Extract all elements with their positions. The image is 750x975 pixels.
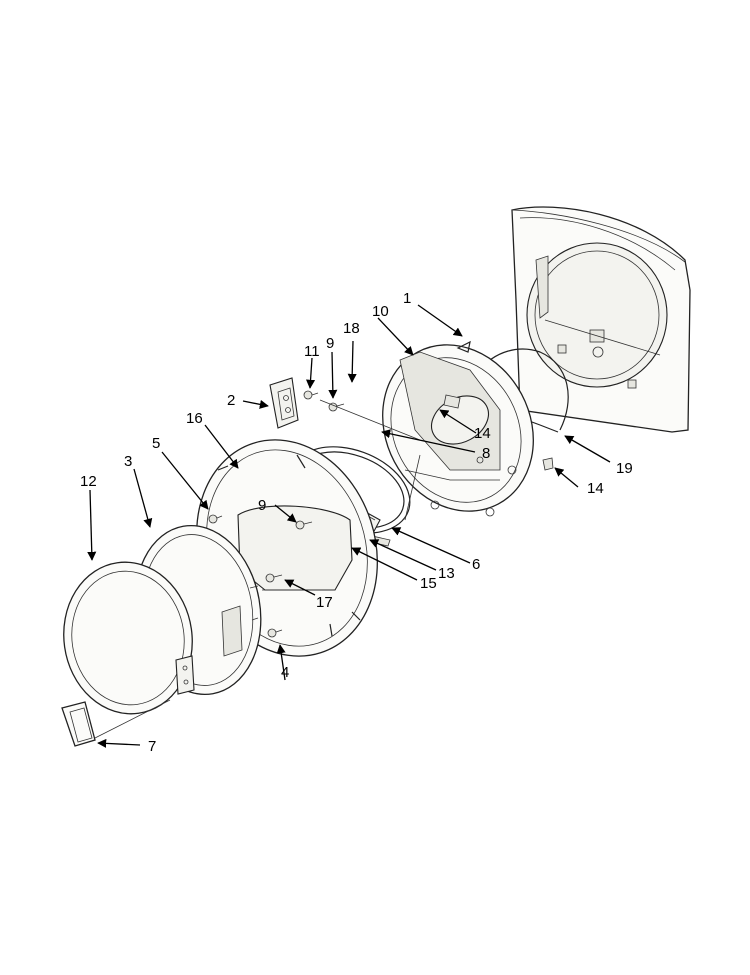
door-handle — [61, 701, 96, 747]
callout-5: 5 — [152, 435, 160, 452]
callout-11: 11 — [304, 343, 320, 360]
callout-7: 7 — [148, 738, 156, 755]
callout-18: 18 — [343, 320, 360, 337]
callout-13: 13 — [438, 565, 455, 582]
bracket-14-top — [443, 394, 461, 409]
callout-arrows — [87, 304, 611, 748]
front-panel — [511, 206, 691, 433]
screw-5 — [208, 514, 223, 524]
callout-15: 15 — [420, 575, 437, 592]
screw-9-mid — [295, 520, 313, 530]
callout-4: 4 — [281, 664, 289, 681]
callout-16: 16 — [186, 410, 203, 427]
callout-3: 3 — [124, 453, 132, 470]
screw-4 — [267, 628, 283, 638]
callout-6: 6 — [472, 556, 480, 573]
callout-1: 1 — [403, 290, 411, 307]
callout-10: 10 — [372, 303, 389, 320]
callout-9-top: 9 — [326, 335, 334, 352]
callout-9-mid: 9 — [258, 497, 266, 514]
callout-2: 2 — [227, 392, 235, 409]
callout-14-top: 14 — [474, 425, 491, 442]
callout-17: 17 — [316, 594, 333, 611]
inner-door-frame — [382, 344, 534, 517]
bracket-14-right — [542, 457, 554, 471]
callout-labels: 1 2 3 4 5 6 7 8 9 9 10 11 12 13 14 14 15… — [80, 290, 633, 755]
callout-14-right: 14 — [587, 480, 604, 497]
callout-8: 8 — [482, 445, 490, 462]
screw-11 — [303, 390, 319, 400]
callout-19: 19 — [616, 460, 633, 477]
screw-9-top — [328, 402, 345, 412]
hinge — [269, 377, 299, 429]
outer-door-panel — [63, 561, 195, 715]
screw-17 — [265, 573, 283, 583]
callout-12: 12 — [80, 473, 97, 490]
hinge-pin — [456, 340, 471, 353]
